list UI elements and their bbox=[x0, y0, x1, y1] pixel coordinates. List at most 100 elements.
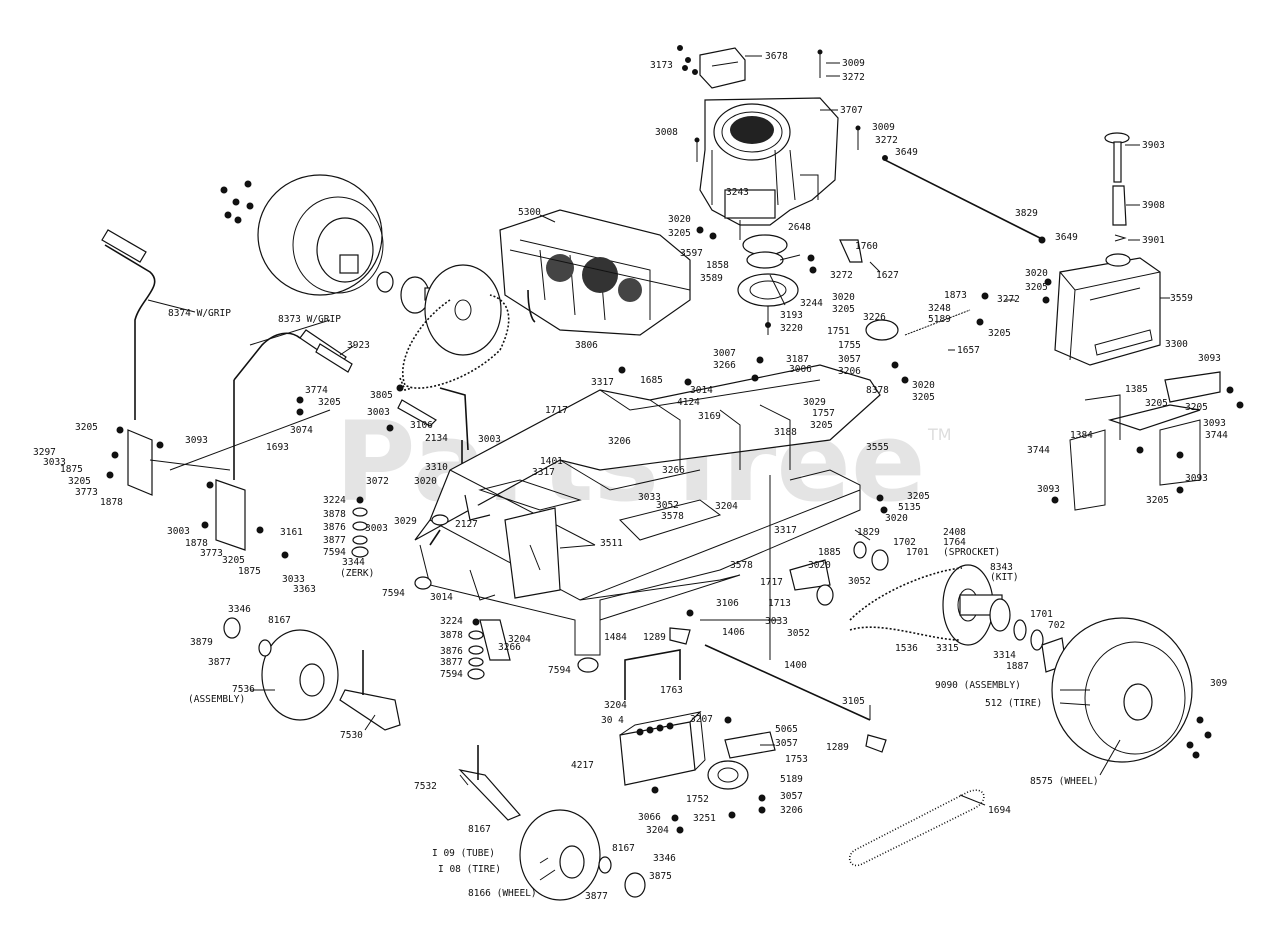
label-5189: 5189 bbox=[928, 314, 951, 325]
label-5189-b: 5189 bbox=[780, 774, 803, 785]
label-7594: 7594 bbox=[323, 547, 346, 558]
label-3877-c: 3877 bbox=[440, 657, 463, 668]
belt-1694 bbox=[848, 789, 985, 867]
label-3346: 3346 bbox=[228, 604, 251, 615]
label-1757: 1757 bbox=[812, 408, 835, 419]
label-3344-zerk: (ZERK) bbox=[340, 568, 374, 579]
label-3205: 3205 bbox=[668, 228, 691, 239]
label-3266-c: 3266 bbox=[498, 642, 521, 653]
label-7532: 7532 bbox=[414, 781, 437, 792]
label-8167: 8167 bbox=[268, 615, 291, 626]
label-3903: 3903 bbox=[1142, 140, 1165, 151]
part-labels: 3678 3173 3009 3272 3707 3008 3009 3272 … bbox=[33, 51, 1228, 902]
label-4217: 4217 bbox=[571, 760, 594, 771]
label-3578-b: 3578 bbox=[730, 560, 753, 571]
label-3020-d: 3020 bbox=[912, 380, 935, 391]
misc-bolts bbox=[106, 226, 1244, 834]
label-3187: 3187 bbox=[786, 354, 809, 365]
label-3033-d: 3033 bbox=[765, 616, 788, 627]
label-3297: 3297 bbox=[33, 447, 56, 458]
label-3806: 3806 bbox=[575, 340, 598, 351]
label-9090: 9090 (ASSEMBLY) bbox=[935, 680, 1021, 691]
label-3878: 3878 bbox=[323, 509, 346, 520]
label-8374: 8374 W/GRIP bbox=[168, 308, 231, 319]
tie-rod-1400 bbox=[704, 644, 871, 721]
label-3707: 3707 bbox=[840, 105, 863, 116]
label-3020-g: 3020 bbox=[808, 560, 831, 571]
label-3003-d: 3003 bbox=[365, 523, 388, 534]
washer-stack-left bbox=[351, 496, 449, 590]
label-1764-sprocket: (SPROCKET) bbox=[943, 547, 1000, 558]
label-3272: 3272 bbox=[842, 72, 865, 83]
label-3020-b: 3020 bbox=[832, 292, 855, 303]
label-3878-b: 3878 bbox=[440, 630, 463, 641]
label-5135: 5135 bbox=[898, 502, 921, 513]
label-1401: 1401 bbox=[540, 456, 563, 467]
engine-clutch bbox=[737, 234, 863, 335]
label-3052-b: 3052 bbox=[848, 576, 871, 587]
label-3875: 3875 bbox=[649, 871, 672, 882]
label-8343: 8343 bbox=[990, 562, 1013, 573]
label-2648: 2648 bbox=[788, 222, 811, 233]
label-1755: 1755 bbox=[838, 340, 861, 351]
label-3206-c: 3206 bbox=[780, 805, 803, 816]
label-3020-f: 3020 bbox=[885, 513, 908, 524]
front-wheel-left bbox=[223, 617, 401, 731]
label-3923: 3923 bbox=[347, 340, 370, 351]
label-3093-d: 3093 bbox=[1185, 473, 1208, 484]
label-3205-j: 3205 bbox=[75, 422, 98, 433]
label-3205-k: 3205 bbox=[68, 476, 91, 487]
label-1829: 1829 bbox=[857, 527, 880, 538]
label-3317: 3317 bbox=[591, 377, 614, 388]
label-3829: 3829 bbox=[1015, 208, 1038, 219]
label-3008: 3008 bbox=[655, 127, 678, 138]
label-1694: 1694 bbox=[988, 805, 1011, 816]
label-5065: 5065 bbox=[775, 724, 798, 735]
label-7594-b: 7594 bbox=[382, 588, 405, 599]
label-3057-c: 3057 bbox=[780, 791, 803, 802]
label-3003-b: 3003 bbox=[478, 434, 501, 445]
top-bolts bbox=[677, 45, 888, 162]
label-2134: 2134 bbox=[425, 433, 448, 444]
label-3310: 3310 bbox=[425, 462, 448, 473]
label-3205-e: 3205 bbox=[912, 392, 935, 403]
label-3678: 3678 bbox=[765, 51, 788, 62]
label-3773-b: 3773 bbox=[200, 548, 223, 559]
front-spindle-right bbox=[789, 541, 889, 606]
label-3204-d: 3204 bbox=[646, 825, 669, 836]
label-702: 702 bbox=[1048, 620, 1065, 631]
rear-wheel-right bbox=[1051, 617, 1212, 763]
label-8167-c: 8167 bbox=[612, 843, 635, 854]
label-3205-l: 3205 bbox=[1146, 495, 1169, 506]
label-3877: 3877 bbox=[323, 535, 346, 546]
label-3205-b: 3205 bbox=[832, 304, 855, 315]
label-8575: 8575 (WHEEL) bbox=[1030, 776, 1099, 787]
label-3057-b: 3057 bbox=[775, 738, 798, 749]
label-3363: 3363 bbox=[293, 584, 316, 595]
label-3206-b: 3206 bbox=[608, 436, 631, 447]
label-2127: 2127 bbox=[455, 519, 478, 530]
label-3020-c: 3020 bbox=[1025, 268, 1048, 279]
label-1536: 1536 bbox=[895, 643, 918, 654]
label-1875-b: 1875 bbox=[238, 566, 261, 577]
label-3244: 3244 bbox=[800, 298, 823, 309]
label-2408: 2408 bbox=[943, 527, 966, 538]
label-1384: 1384 bbox=[1070, 430, 1093, 441]
control-plates bbox=[127, 409, 331, 551]
label-3106: 3106 bbox=[410, 420, 433, 431]
label-3106-b: 3106 bbox=[716, 598, 739, 609]
rod-3829 bbox=[884, 159, 1041, 239]
label-3003-c: 3003 bbox=[167, 526, 190, 537]
label-3876: 3876 bbox=[323, 522, 346, 533]
label-3226: 3226 bbox=[863, 312, 886, 323]
label-3744: 3744 bbox=[1205, 430, 1228, 441]
chain-sprocket-left bbox=[399, 264, 510, 391]
label-8373: 8373 W/GRIP bbox=[278, 314, 341, 325]
label-3205-h: 3205 bbox=[810, 420, 833, 431]
label-1858: 1858 bbox=[706, 260, 729, 271]
label-7536-assembly: (ASSEMBLY) bbox=[188, 694, 245, 705]
watermark-trademark: TM bbox=[927, 425, 952, 444]
label-1873: 1873 bbox=[944, 290, 967, 301]
label-3009-b: 3009 bbox=[872, 122, 895, 133]
label-3205-d: 3205 bbox=[988, 328, 1011, 339]
